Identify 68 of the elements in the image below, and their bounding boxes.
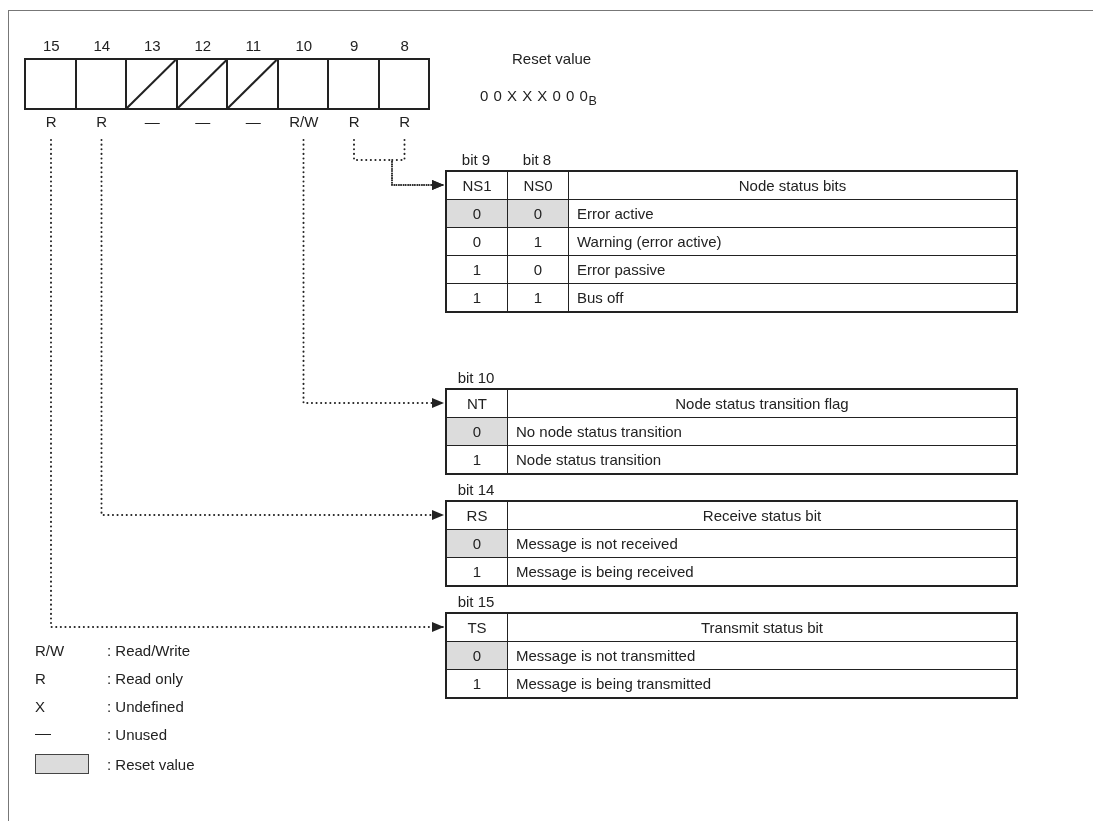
table-header-cell: Node status bits (569, 172, 1016, 199)
table-header-cell: TS (447, 614, 507, 641)
dotted-arrow (302, 139, 445, 408)
table-cell: Warning (error active) (569, 228, 1016, 255)
access-type: R (348, 112, 360, 132)
bit-caption: bit 10 (456, 368, 496, 388)
access-type: — (195, 112, 211, 132)
dotted-arrow (50, 139, 445, 632)
access-type: — (144, 112, 160, 132)
bit-number: 10 (295, 36, 313, 56)
legend-text: : Read only (107, 669, 183, 687)
dotted-arrow (391, 139, 445, 190)
table-cell: Message is being received (508, 558, 1016, 585)
legend-key: R (35, 669, 107, 687)
table-cell: 1 (447, 284, 507, 311)
table-cell: 1 (447, 256, 507, 283)
legend-text: : Unused (107, 725, 168, 743)
bit-caption: bit 8 (521, 150, 553, 170)
access-type: R (45, 112, 57, 132)
table-cell: 0 (447, 418, 507, 445)
access-type: R (96, 112, 108, 132)
table-cell: 0 (447, 228, 507, 255)
table-cell: No node status transition (508, 418, 1016, 445)
legend-key: R/W (35, 641, 107, 659)
legend-text: : Undefined (107, 697, 184, 715)
table-header-cell: NS0 (508, 172, 568, 199)
bit-number: 12 (194, 36, 212, 56)
bit-number: 13 (143, 36, 161, 56)
reset-value-label: Reset value (512, 50, 592, 67)
reset-value: 0 0 X X X 0 0 0$_{B}$ (480, 87, 598, 108)
table-cell: 1 (447, 558, 507, 585)
table-cell: 0 (447, 642, 507, 669)
table-cell: 1 (508, 228, 568, 255)
legend-text: : Reset value (107, 755, 195, 773)
bit-caption: bit 15 (456, 592, 496, 612)
table-header-cell: Receive status bit (508, 502, 1016, 529)
table-cell: Message is being transmitted (508, 670, 1016, 697)
table-header-cell: RS (447, 502, 507, 529)
bit-number: 9 (350, 36, 359, 56)
dotted-arrow (100, 139, 445, 520)
table-cell: Message is not transmitted (508, 642, 1016, 669)
bit-number: 15 (42, 36, 60, 56)
bit-number: 14 (93, 36, 111, 56)
table-cell: 0 (508, 200, 568, 227)
table-cell: 0 (447, 200, 507, 227)
table-cell: 0 (508, 256, 568, 283)
table-header-cell: NT (447, 390, 507, 417)
bit-number: 8 (400, 36, 409, 56)
table-cell: 0 (447, 530, 507, 557)
table-cell: Node status transition (508, 446, 1016, 473)
table-header-cell: Node status transition flag (508, 390, 1016, 417)
bit-caption: bit 9 (460, 150, 492, 170)
table-cell: 1 (508, 284, 568, 311)
access-type: R/W (289, 112, 319, 132)
bit-number: 11 (245, 36, 262, 56)
bit-caption: bit 14 (456, 480, 496, 500)
legend-text: : Read/Write (107, 641, 191, 659)
table-header-cell: NS1 (447, 172, 507, 199)
table-cell: Bus off (569, 284, 1016, 311)
access-type: R (399, 112, 411, 132)
table-cell: Error passive (569, 256, 1016, 283)
legend-key: X (35, 697, 107, 715)
table-header-cell: Transmit status bit (508, 614, 1016, 641)
table-cell: 1 (447, 670, 507, 697)
access-type: — (245, 112, 261, 132)
table-cell: Message is not received (508, 530, 1016, 557)
table-cell: 1 (447, 446, 507, 473)
table-cell: Error active (569, 200, 1016, 227)
